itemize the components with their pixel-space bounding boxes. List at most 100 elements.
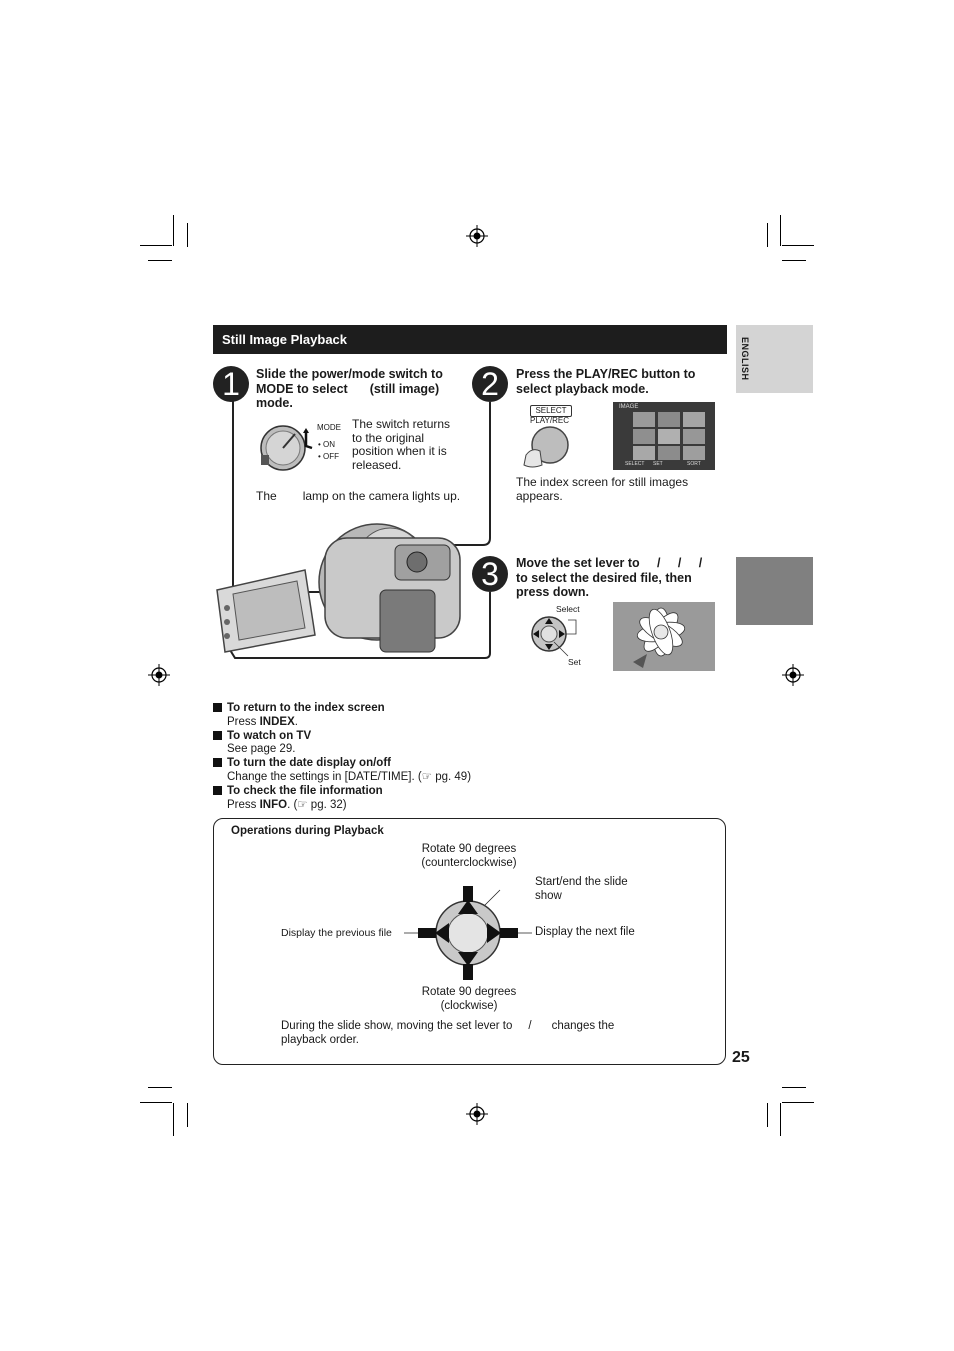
select-button-label: SELECT xyxy=(530,405,572,417)
switch-mode-label: MODE xyxy=(317,423,341,432)
tip-keyword: INDEX xyxy=(259,715,295,728)
camera-illustration xyxy=(216,390,491,659)
label-line: (counterclockwise) xyxy=(421,856,517,869)
set-label: Set xyxy=(568,657,581,667)
index-screen-sort: SORT xyxy=(687,461,701,467)
next-file-label: Display the next file xyxy=(535,926,635,938)
registration-mark-icon xyxy=(466,225,488,247)
label-line: show xyxy=(535,889,562,902)
operations-box xyxy=(213,818,726,1065)
step-3-title-line: Move the set lever to / / / xyxy=(516,556,703,570)
lamp-note-part: lamp on the camera lights up. xyxy=(302,489,461,503)
registration-mark-icon xyxy=(148,664,170,686)
switch-off-label: • OFF xyxy=(318,452,340,461)
step-2-title: Press the PLAY/REC button to select play… xyxy=(516,367,726,396)
step-1-title-part: MODE to select xyxy=(256,381,348,396)
crop-mark xyxy=(187,223,188,247)
index-screen-set: SET xyxy=(653,461,663,467)
thumbnail xyxy=(683,412,705,427)
lamp-note-part: The xyxy=(256,489,277,503)
tip-heading: To check the file information xyxy=(227,784,383,797)
crop-mark xyxy=(148,260,172,261)
caption-line: The index screen for still images xyxy=(516,475,689,489)
tip-heading: To turn the date display on/off xyxy=(227,757,391,770)
index-screen-caption: The index screen for still images appear… xyxy=(516,475,716,503)
registration-mark-icon xyxy=(466,1103,488,1125)
power-dial-icon xyxy=(260,425,306,471)
step-2-title-line: Press the PLAY/REC button to xyxy=(516,367,696,381)
switch-off-text: OFF xyxy=(323,452,340,461)
crop-mark xyxy=(187,1103,188,1127)
step-3-number: 3 xyxy=(472,556,508,592)
thumbnail xyxy=(658,429,680,444)
note-line: playback order. xyxy=(281,1033,359,1046)
slide-show-label: Start/end the slide show xyxy=(535,876,628,903)
tip-item: To turn the date display on/off xyxy=(213,757,633,771)
section-title: Still Image Playback xyxy=(222,332,348,347)
thumbnail xyxy=(633,429,655,444)
crop-mark xyxy=(782,1087,806,1088)
step-1-number: 1 xyxy=(213,366,249,402)
step-1-title-line: mode. xyxy=(256,396,293,410)
registration-mark-icon xyxy=(782,664,804,686)
switch-on-text: ON xyxy=(323,440,336,449)
rotate-cw-label: Rotate 90 degrees (clockwise) xyxy=(400,986,538,1013)
crop-mark xyxy=(173,215,174,246)
tip-heading: To return to the index screen xyxy=(227,702,385,714)
thumbnail xyxy=(633,412,655,427)
switch-note-line: The switch returns xyxy=(352,417,451,431)
caption-line: appears. xyxy=(516,488,563,503)
step-3-title-line: to select the desired file, then xyxy=(516,570,692,585)
crop-mark xyxy=(782,260,806,261)
play-rec-button-icon xyxy=(523,426,569,468)
note-part: During the slide show, moving the set le… xyxy=(281,1020,513,1032)
thumbnail xyxy=(633,446,655,460)
crop-mark xyxy=(148,1087,172,1088)
language-tab: ENGLISH xyxy=(736,325,813,393)
note-line: During the slide show, moving the set le… xyxy=(281,1020,641,1034)
tip-body: Press INDEX. xyxy=(213,716,633,730)
operations-title: Operations during Playback xyxy=(231,825,384,837)
tip-item: To check the file information xyxy=(213,785,633,799)
thumbnail xyxy=(658,446,680,460)
tip-body: Change the settings in [DATE/TIME]. (☞ p… xyxy=(227,770,472,783)
flower-photo xyxy=(613,602,715,671)
tip-text: . (☞ pg. 32) xyxy=(287,798,347,811)
square-bullet-icon xyxy=(213,758,222,768)
tip-text: Press xyxy=(227,715,260,728)
step-3-title: Move the set lever to / / / to select th… xyxy=(516,556,726,600)
crop-mark xyxy=(780,1103,781,1136)
label-line: Start/end the slide xyxy=(535,876,628,888)
note-part: / xyxy=(528,1020,532,1032)
chapter-tab xyxy=(736,557,813,625)
crop-mark xyxy=(782,245,814,246)
lamp-note: The lamp on the camera lights up. xyxy=(256,489,461,504)
tip-body: See page 29. xyxy=(227,743,296,756)
set-lever-icon xyxy=(531,616,577,657)
square-bullet-icon xyxy=(213,703,222,712)
label-line: Rotate 90 degrees xyxy=(421,986,517,998)
crop-mark xyxy=(140,245,172,246)
previous-file-label: Display the previous file xyxy=(281,927,392,939)
crop-mark xyxy=(140,1102,172,1103)
switch-note-line: position when it is xyxy=(352,444,447,458)
play-rec-label: PLAY/REC xyxy=(530,416,569,425)
step-1-title: Slide the power/mode switch to MODE to s… xyxy=(256,367,466,411)
tip-item: To return to the index screen xyxy=(213,702,633,716)
note-part: changes the xyxy=(551,1020,615,1032)
index-screen-select: SELECT xyxy=(625,461,645,467)
step-3-title-line: press down. xyxy=(516,585,589,599)
section-header: Still Image Playback xyxy=(213,325,727,354)
index-screen: IMAGE SELECT SET SORT xyxy=(613,402,715,470)
rotate-ccw-label: Rotate 90 degrees (counterclockwise) xyxy=(400,843,538,870)
tip-heading: To watch on TV xyxy=(227,729,312,742)
tip-text: Press xyxy=(227,798,260,811)
crop-mark xyxy=(782,1102,814,1103)
step-1-title-part: (still image) xyxy=(369,381,440,396)
tip-item: To watch on TV xyxy=(213,730,633,744)
label-line: Rotate 90 degrees xyxy=(421,843,517,855)
step-2-title-line: select playback mode. xyxy=(516,381,649,396)
select-label: Select xyxy=(556,604,580,614)
tips-list: To return to the index screen Press INDE… xyxy=(213,702,633,812)
language-tab-label: ENGLISH xyxy=(740,337,750,381)
